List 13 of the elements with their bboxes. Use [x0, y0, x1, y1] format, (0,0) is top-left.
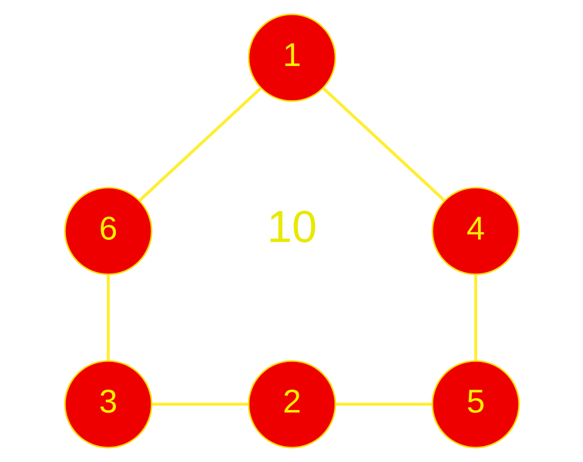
- node-circle: 2: [247, 360, 336, 448]
- connector: [138, 87, 262, 202]
- label: 10: [266, 202, 316, 252]
- node-circle: 6: [64, 186, 152, 276]
- node-circle: 1: [247, 14, 336, 102]
- connector: [106, 274, 110, 361]
- connector: [474, 274, 477, 361]
- connector: [335, 402, 432, 406]
- node-circle: 5: [431, 360, 520, 448]
- connector: [152, 402, 248, 406]
- connector: [322, 87, 445, 202]
- node-circle: 3: [64, 360, 152, 448]
- node-circle: 4: [431, 186, 520, 276]
